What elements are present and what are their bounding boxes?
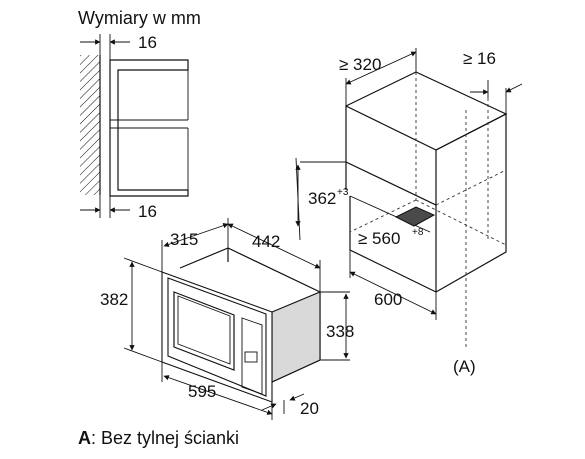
appliance-body-width-label: 442 — [252, 232, 280, 251]
niche-height-label: 362 — [308, 189, 336, 208]
appliance-frame-height-label: 382 — [100, 290, 128, 309]
legend-description: : Bez tylnej ścianki — [91, 428, 239, 448]
marker-a-label: (A) — [453, 357, 476, 376]
legend: A: Bez tylnej ścianki — [78, 428, 239, 448]
cabinet-view: ≥ 16 ≥ 320 362 +3 ≥ 560 +8 600 (A) — [295, 48, 523, 376]
appliance-frame-width-label: 595 — [188, 382, 216, 401]
diagram-title: Wymiary w mm — [78, 8, 201, 28]
cabinet-depth-min-label: ≥ 320 — [339, 55, 381, 74]
rear-gap-label: ≥ 16 — [463, 49, 496, 68]
appliance-frame-depth-label: 20 — [300, 399, 319, 418]
appliance-depth-label: 315 — [170, 230, 198, 249]
legend-key: A — [78, 428, 91, 448]
side-gap-bottom-label: 16 — [138, 202, 157, 221]
cabinet-depth-label: 600 — [374, 290, 402, 309]
legend-text: A: Bez tylnej ścianki — [78, 428, 239, 448]
side-view: 16 16 — [80, 33, 189, 221]
wall-hatch — [80, 55, 100, 195]
side-gap-top-label: 16 — [138, 33, 157, 52]
niche-width-label: ≥ 560 — [358, 229, 400, 248]
appliance-view: 315 442 382 338 595 20 — [100, 218, 354, 420]
niche-width-tol: +8 — [412, 227, 424, 238]
appliance-body-height-label: 338 — [326, 322, 354, 341]
niche-height-tol: +3 — [337, 187, 349, 198]
